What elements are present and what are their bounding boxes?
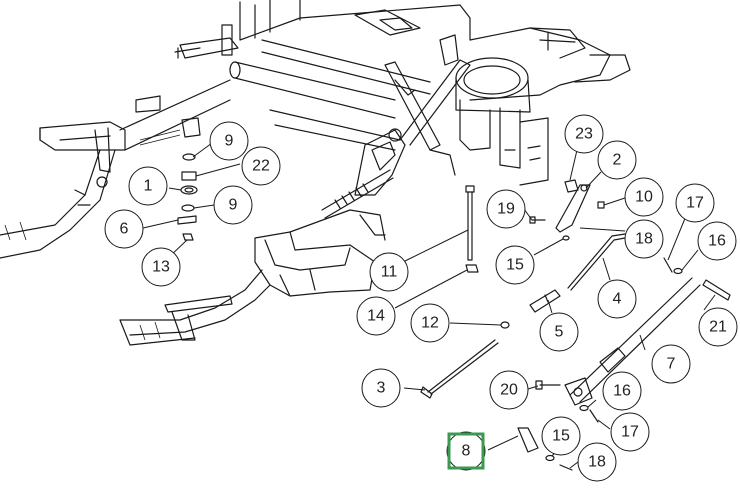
callout-c3: 3 (361, 368, 401, 408)
callout-label: 19 (497, 201, 515, 218)
callout-label: 5 (555, 324, 564, 341)
callout-c21: 21 (698, 307, 738, 347)
callout-label: 10 (635, 189, 653, 206)
callout-c1: 1 (128, 166, 168, 206)
main-frame-assembly (0, 0, 631, 346)
callout-label: 18 (635, 231, 653, 248)
callout-label: 20 (500, 382, 518, 399)
callout-c23: 23 (564, 114, 604, 154)
callout-c16a: 16 (697, 221, 737, 261)
callout-c17b: 17 (610, 412, 650, 452)
callout-c9a: 9 (209, 121, 249, 161)
callout-c10: 10 (624, 177, 664, 217)
callout-label: 23 (575, 126, 593, 143)
callout-label: 21 (709, 319, 727, 336)
highlight-box (447, 432, 485, 470)
callout-label: 8 (462, 443, 471, 460)
callout-c5: 5 (539, 312, 579, 352)
callout-c11: 11 (369, 252, 409, 292)
callout-label: 22 (252, 158, 270, 175)
callout-label: 15 (506, 257, 524, 274)
callout-c16b: 16 (602, 371, 642, 411)
callout-label: 16 (708, 233, 726, 250)
callout-c9b: 9 (213, 185, 253, 225)
callout-c15a: 15 (495, 245, 535, 285)
callout-c13: 13 (141, 247, 181, 287)
callout-c18a: 18 (624, 219, 664, 259)
callout-c17a: 17 (675, 183, 715, 223)
callout-c14: 14 (356, 296, 396, 336)
callout-label: 9 (225, 133, 234, 150)
callout-c12: 12 (410, 303, 450, 343)
callout-label: 7 (667, 356, 676, 373)
callout-label: 11 (381, 264, 398, 281)
callout-label: 13 (152, 259, 170, 276)
callout-label: 3 (377, 380, 386, 397)
leader-lines (142, 142, 716, 469)
callout-c15b: 15 (541, 416, 581, 456)
callout-label: 17 (686, 195, 704, 212)
callout-label: 18 (588, 454, 606, 471)
callout-label: 14 (367, 308, 385, 325)
callout-label: 15 (552, 428, 570, 445)
callout-c22: 22 (241, 146, 281, 186)
callout-c19: 19 (486, 189, 526, 229)
callout-label: 16 (613, 383, 631, 400)
callout-label: 1 (144, 178, 153, 195)
callout-c2: 2 (597, 140, 637, 180)
callout-label: 12 (421, 315, 439, 332)
callout-label: 4 (613, 291, 622, 308)
callout-label: 9 (229, 197, 238, 214)
callout-c6: 6 (104, 209, 144, 249)
callout-c20: 20 (489, 370, 529, 410)
callout-c8: 8 (446, 431, 486, 471)
callout-label: 2 (613, 152, 622, 169)
callout-c4: 4 (597, 279, 637, 319)
callout-c7: 7 (651, 344, 691, 384)
callout-label: 6 (120, 221, 129, 238)
callout-label: 17 (621, 424, 639, 441)
callout-c18b: 18 (577, 442, 617, 482)
